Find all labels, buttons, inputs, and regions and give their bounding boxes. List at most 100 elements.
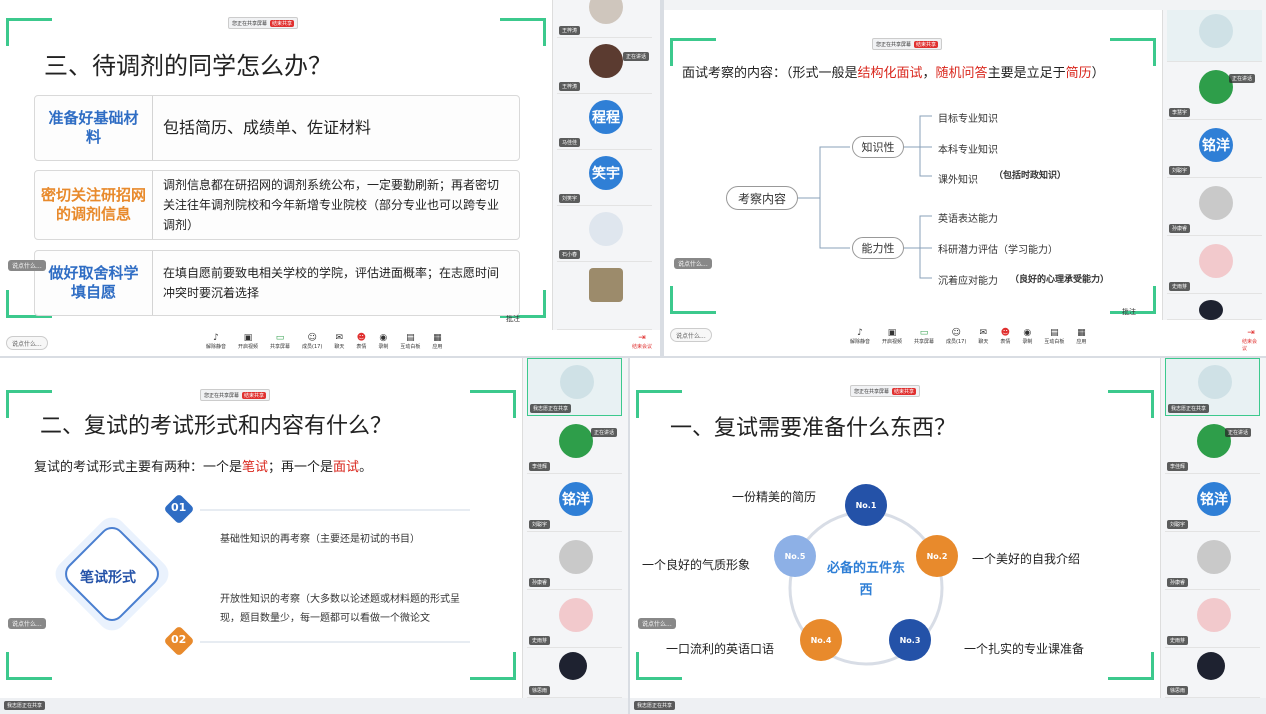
step-number: 01 (171, 501, 187, 514)
participant-name: 史雨芽 (1169, 282, 1191, 291)
slide-corner (6, 652, 52, 680)
end-share-button[interactable]: 结束共享 (270, 19, 295, 27)
participant-name: 刘聪宇 (1167, 520, 1189, 529)
apps-button[interactable]: ▦应用 (1076, 328, 1086, 345)
participant-tile (557, 262, 652, 330)
participant-tile: 石小春 (557, 206, 652, 262)
slide-title: 一、复试需要准备什么东西？ (670, 416, 957, 441)
toolbar-label: 表情 (1000, 339, 1011, 345)
avatar (1199, 70, 1233, 104)
participant-tile: 李慧宇 正在讲话 (1167, 64, 1262, 120)
emoji-button[interactable]: ☻表情 (1000, 328, 1010, 345)
meeting-toolbar: 说点什么... ♪解除静音 ▣开启视频 ▭共享屏幕 ☺成员(17) ✉聊天 ☻表… (664, 320, 1266, 356)
toolbar-label: 开启视频 (238, 344, 259, 350)
participant-tile: 史雨芽 (1167, 238, 1262, 294)
participant-tile: 徐思雨 (1165, 650, 1260, 698)
step-card: 做好取舍科学填自愿 在填自愿前要致电相关学校的学院，评估进面概率；在志愿时间冲突… (34, 250, 520, 316)
participant-tile: 我志愿正在共享 (1165, 358, 1260, 416)
slide-corner (1110, 38, 1156, 66)
emoji-button[interactable]: ☻表情 (356, 333, 366, 350)
video-button[interactable]: ▣开启视频 (882, 328, 902, 345)
toolbar-buttons: ♪解除静音 ▣开启视频 ▭共享屏幕 ☺成员(17) ✉聊天 ☻表情 ◉录制 ▤互… (200, 333, 448, 350)
item-text: 一个良好的气质形象 (642, 558, 751, 572)
end-meeting-button[interactable]: ⇥结束会议 (632, 333, 652, 350)
end-meeting-button[interactable]: ⇥结束会议 (1242, 328, 1260, 352)
slide-corner (6, 390, 52, 418)
participant-name: 李佳辉 (529, 462, 551, 471)
self-tag: 我志愿正在共享 (1168, 404, 1210, 413)
share-label: 您正在共享屏幕 (854, 388, 890, 395)
slide-title: 三、待调剂的同学怎么办？ (44, 52, 332, 80)
apps-button[interactable]: ▦应用 (432, 333, 442, 350)
toolbar-label: 解除静音 (206, 344, 227, 350)
slide-corner (470, 390, 516, 418)
end-share-button[interactable]: 结束共享 (242, 391, 267, 399)
video-button[interactable]: ▣开启视频 (238, 333, 258, 350)
chat-button[interactable]: ✉聊天 (334, 333, 344, 350)
say-tag: 说点什么... (8, 260, 46, 271)
share-indicator[interactable]: 您正在共享屏幕结束共享 (850, 385, 921, 397)
title-part: 面试考察的内容：（形式一般是 (682, 66, 858, 81)
participant-tile: 李佳辉 正在讲话 (527, 418, 622, 474)
record-icon: ◉ (1023, 328, 1032, 338)
participant-name: 刘聪宇 (529, 520, 551, 529)
whiteboard-button[interactable]: ▤互动白板 (1044, 328, 1064, 345)
title-part: 主要是立足于 (987, 66, 1066, 81)
mute-button[interactable]: ♪解除静音 (206, 333, 226, 350)
item-badge: No.3 (889, 619, 931, 661)
screen-icon: ▭ (275, 333, 285, 343)
participant-name: 石小春 (559, 250, 581, 259)
item-badge: No.5 (774, 535, 816, 577)
record-icon: ◉ (379, 333, 388, 343)
center-label: 必备的五件东西 (826, 561, 905, 598)
toolbar-label: 成员(17) (302, 344, 323, 350)
end-share-button[interactable]: 结束共享 (892, 387, 917, 395)
toolbar-label: 成员(17) (946, 339, 967, 345)
subtitle-highlight: 笔试 (242, 460, 269, 475)
subtitle-part: ；再一个是 (268, 460, 334, 475)
say-input[interactable]: 说点什么... (6, 336, 48, 350)
whiteboard-button[interactable]: ▤互动白板 (400, 333, 420, 350)
annotate-button[interactable]: 批注 (1122, 308, 1136, 316)
speaking-tag: 正在讲话 (1229, 74, 1256, 83)
toolbar-label: 解除静音 (850, 339, 871, 345)
record-button[interactable]: ◉录制 (378, 333, 388, 350)
say-input[interactable]: 说点什么... (670, 328, 712, 342)
participant-tile: 王梓涛 (557, 0, 652, 38)
participant-name: 刘笑宇 (559, 194, 581, 203)
share-screen-button[interactable]: ▭共享屏幕 (270, 333, 290, 350)
participant-name: 史雨芽 (1167, 636, 1189, 645)
share-indicator[interactable]: 您正在共享屏幕结束共享 (228, 17, 299, 29)
toolbar-label: 应用 (1076, 339, 1087, 345)
people-icon: ☺ (307, 333, 317, 343)
slide-corner (500, 18, 546, 46)
step-card-body: 调剂信息都在研招网的调剂系统公布，一定要勤刷新；再者密切关注往年调剂院校和今年新… (163, 178, 500, 232)
speaking-tag: 正在讲话 (623, 52, 650, 61)
avatar (1199, 300, 1223, 320)
mindmap-leaf-note: （良好的心理承受能力） (1010, 275, 1110, 285)
whiteboard-icon: ▤ (1050, 328, 1059, 338)
mindmap-lines (798, 115, 932, 279)
item-badge: No.2 (916, 535, 958, 577)
share-screen-button[interactable]: ▭共享屏幕 (914, 328, 934, 345)
avatar (1198, 365, 1232, 399)
share-indicator[interactable]: 您正在共享屏幕结束共享 (200, 389, 271, 401)
participant-tile: 程程 马佳佳 (557, 94, 652, 150)
apps-icon: ▦ (1077, 328, 1086, 338)
chat-button[interactable]: ✉聊天 (978, 328, 988, 345)
members-button[interactable]: ☺成员(17) (946, 328, 966, 345)
participant-tile: 孙康睿 (1167, 180, 1262, 236)
say-tag: 说点什么... (674, 258, 712, 269)
record-button[interactable]: ◉录制 (1022, 328, 1032, 345)
participant-list: 李慧宇 正在讲话 铭洋 刘聪宇 孙康睿 史雨芽 (1162, 10, 1266, 320)
annotate-button[interactable]: 批注 (506, 315, 520, 323)
participant-tile: 史雨芽 (527, 592, 622, 648)
step-card-head: 做好取舍科学填自愿 (35, 251, 153, 315)
share-indicator[interactable]: 您正在共享屏幕结束共享 (872, 38, 943, 50)
title-highlight: 随机问答 (935, 66, 988, 81)
members-button[interactable]: ☺成员(17) (302, 333, 322, 350)
step-card: 密切关注研招网的调剂信息 调剂信息都在研招网的调剂系统公布，一定要勤刷新；再者密… (34, 170, 520, 240)
end-share-button[interactable]: 结束共享 (914, 40, 939, 48)
self-share-tag: 我志愿正在共享 (4, 701, 46, 710)
mute-button[interactable]: ♪解除静音 (850, 328, 870, 345)
